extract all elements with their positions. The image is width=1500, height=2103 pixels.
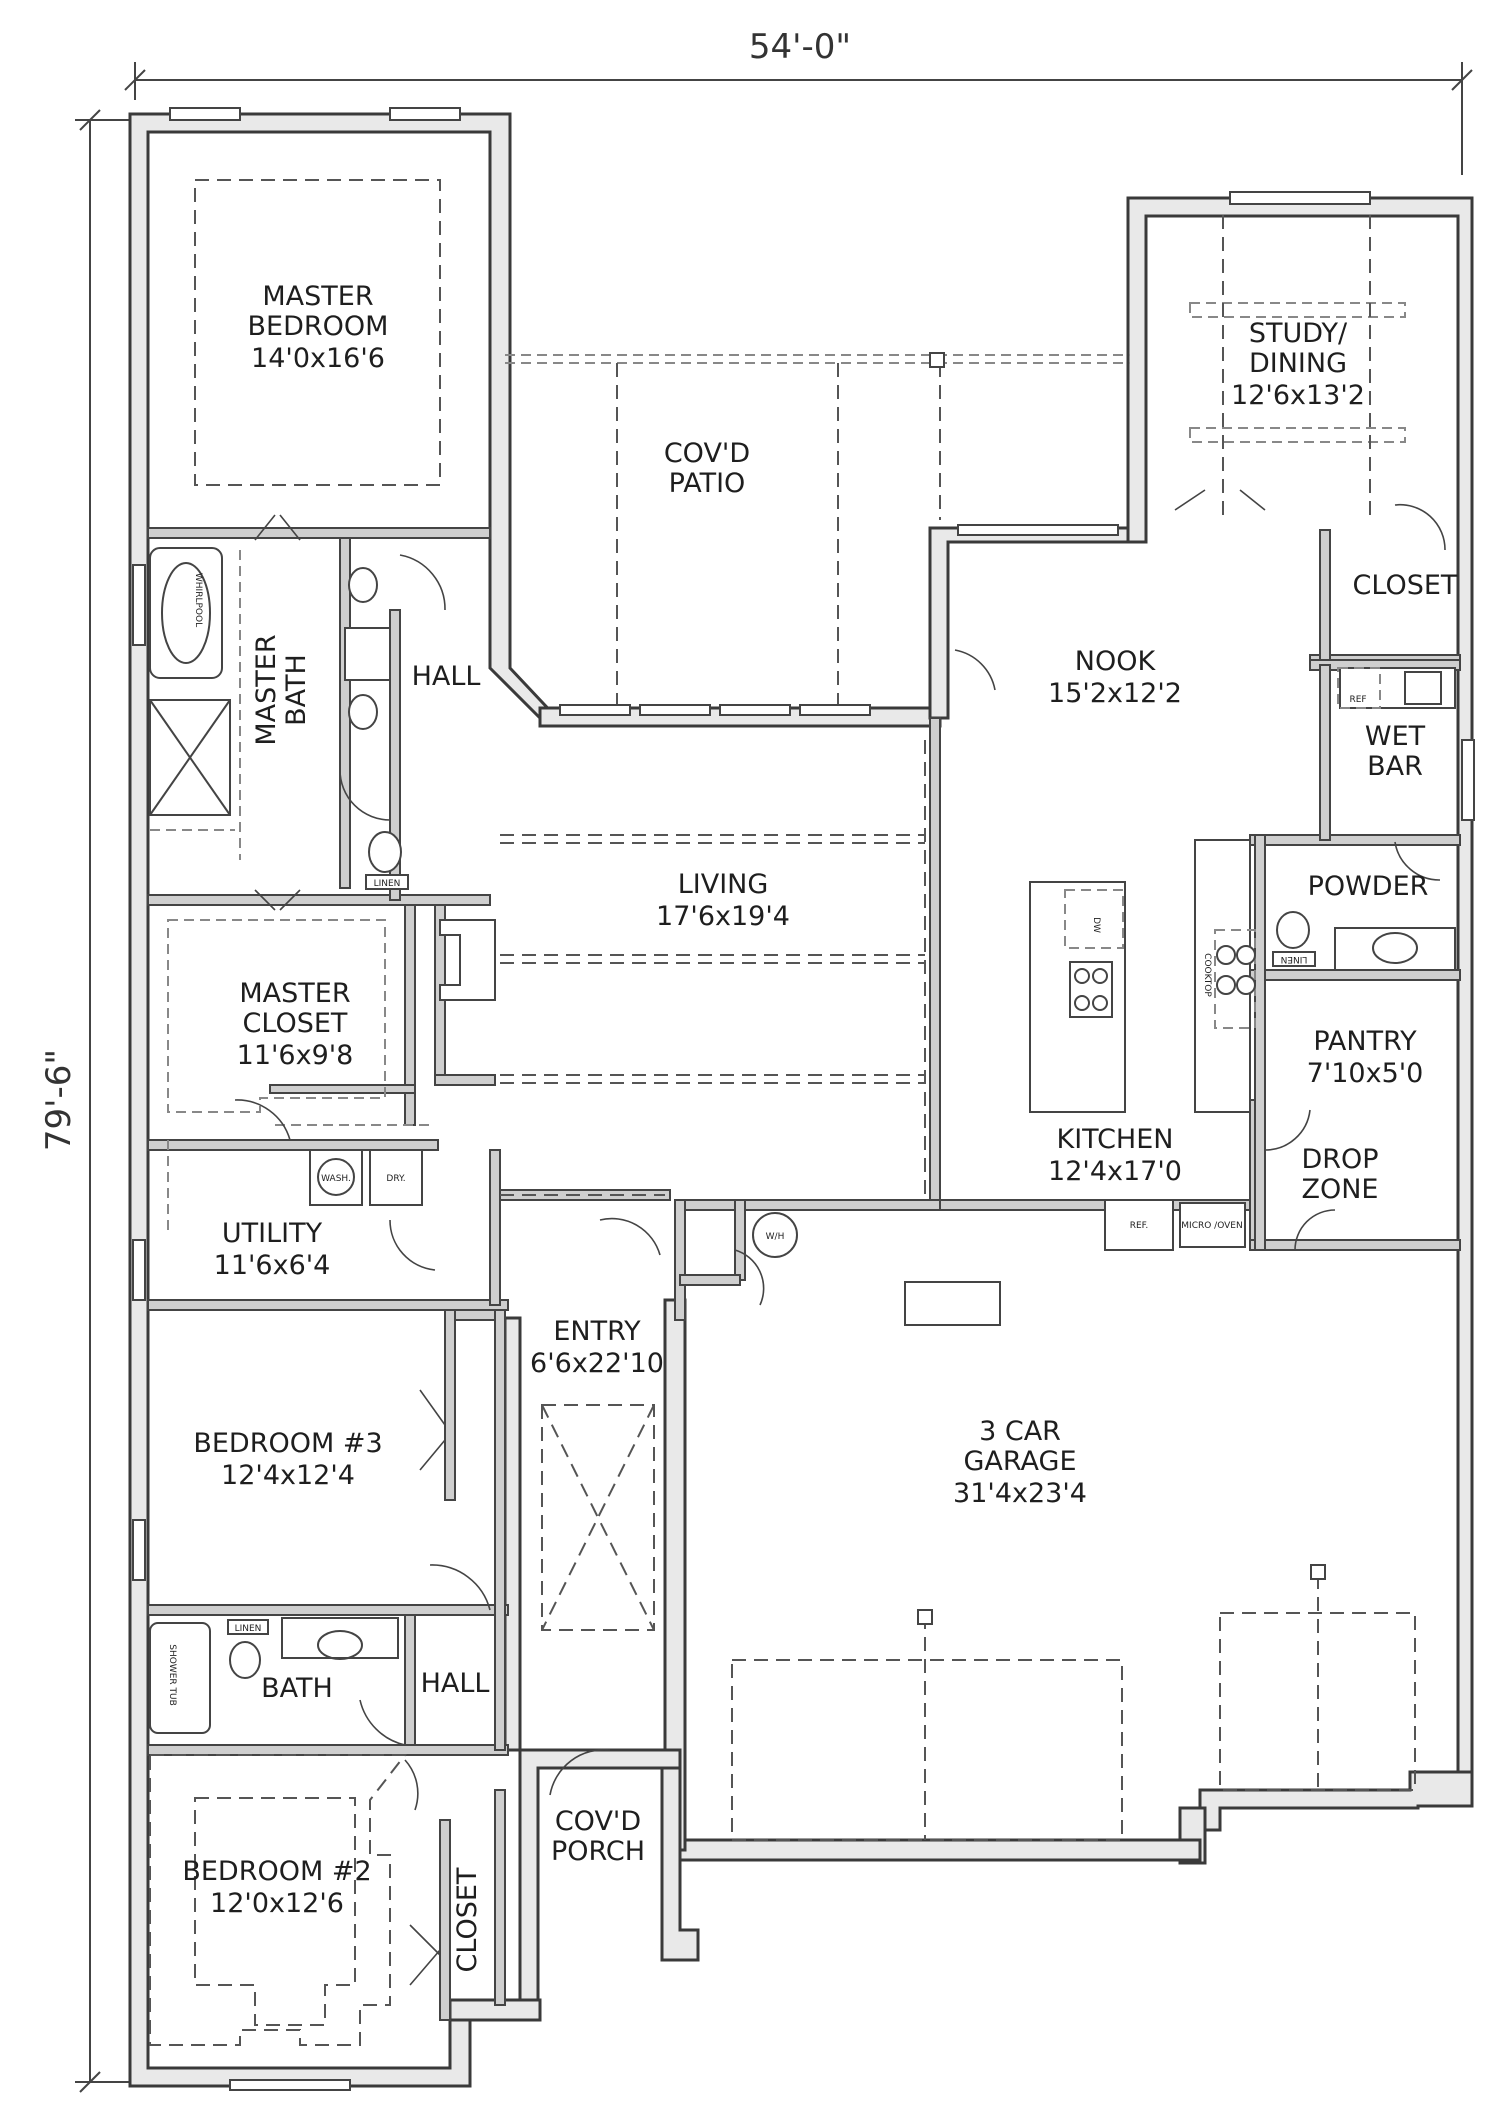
bath-label: BATH	[261, 1673, 333, 1704]
closet-bottom-label: CLOSET	[452, 1867, 483, 1972]
nook-size: 15'2x12'2	[1048, 678, 1182, 709]
study-size: 12'6x13'2	[1231, 380, 1365, 411]
wet-bar-label-line2: BAR	[1367, 751, 1423, 782]
cooktop-label: COOKTOP	[1202, 953, 1212, 997]
master-bedroom-label-line2: BEDROOM	[248, 311, 389, 342]
bedroom3-label: BEDROOM #3	[193, 1428, 382, 1459]
width-dimension-label: 54'-0"	[749, 27, 851, 67]
entry-label: ENTRY	[553, 1316, 641, 1347]
pantry-size: 7'10x5'0	[1307, 1058, 1424, 1089]
hall-bottom-label: HALL	[421, 1668, 490, 1699]
master-closet-size: 11'6x9'8	[237, 1040, 354, 1071]
powder-label: POWDER	[1308, 871, 1429, 902]
patio-label-line1: COV'D	[664, 438, 750, 469]
utility-size: 11'6x6'4	[214, 1250, 331, 1281]
kitchen-ref-label: REF.	[1130, 1221, 1149, 1231]
bedroom2-size: 12'0x12'6	[210, 1888, 344, 1919]
washer-label: WASH.	[321, 1174, 351, 1184]
garage-label-line2: GARAGE	[963, 1446, 1076, 1477]
windows	[132, 107, 1475, 2091]
master-bedroom-label-line1: MASTER	[262, 281, 373, 312]
depth-dimension-label: 79'-6"	[39, 1049, 79, 1151]
dryer-label: DRY.	[386, 1174, 405, 1184]
living-size: 17'6x19'4	[656, 901, 790, 932]
bedroom3-size: 12'4x12'4	[221, 1460, 355, 1491]
kitchen-size: 12'4x17'0	[1048, 1156, 1182, 1187]
drop-zone-label-line2: ZONE	[1301, 1174, 1378, 1205]
entry-size: 6'6x22'10	[530, 1348, 664, 1379]
study-label-line1: STUDY/	[1249, 318, 1348, 349]
interior-walls	[147, 527, 1461, 2021]
powder-linen-label: LINEN	[1281, 954, 1308, 964]
garage-label-line1: 3 CAR	[979, 1416, 1061, 1447]
hall-top-label: HALL	[412, 661, 481, 692]
master-bedroom-size: 14'0x16'6	[251, 343, 385, 374]
porch-label-line2: PORCH	[551, 1836, 645, 1867]
master-closet-label-line2: CLOSET	[243, 1008, 348, 1039]
shower-tub-label: SHOWER TUB	[167, 1644, 177, 1706]
master-bath-label-line2: BATH	[281, 654, 312, 726]
bar-ref-label: REF	[1349, 695, 1366, 705]
kitchen-label: KITCHEN	[1057, 1124, 1174, 1155]
master-closet-label-line1: MASTER	[239, 978, 350, 1009]
closet-top-label: CLOSET	[1353, 570, 1458, 601]
whirlpool-label: WHIRLPOOL	[193, 573, 203, 627]
dishwasher-label: DW	[1091, 917, 1101, 933]
nook-label: NOOK	[1075, 646, 1157, 677]
micro-oven-label: MICRO /OVEN	[1181, 1221, 1242, 1231]
living-label: LIVING	[678, 869, 769, 900]
master-linen-label: LINEN	[374, 879, 401, 889]
overall-width-dimension: 54'-0"	[124, 27, 1473, 175]
pantry-label: PANTRY	[1313, 1026, 1417, 1057]
overall-depth-dimension: 79'-6"	[39, 109, 135, 2093]
door-swings	[234, 489, 1446, 1986]
utility-label: UTILITY	[222, 1218, 323, 1249]
master-bath-label-line1: MASTER	[251, 634, 282, 745]
bedroom2-label: BEDROOM #2	[182, 1856, 371, 1887]
drop-zone-label-line1: DROP	[1301, 1144, 1378, 1175]
study-label-line2: DINING	[1249, 348, 1347, 379]
garage-size: 31'4x23'4	[953, 1478, 1087, 1509]
exterior-walls	[128, 112, 1474, 2088]
patio-label-line2: PATIO	[669, 468, 746, 499]
room-labels: MASTER BEDROOM 14'0x16'6 COV'D PATIO STU…	[182, 281, 1458, 1972]
plumbing-fixtures: WHIRLPOOL LINEN SHOWER TUB LINEN LINEN R…	[149, 547, 1456, 1734]
bath-linen-label: LINEN	[235, 1624, 262, 1634]
water-heater-label: W/H	[766, 1232, 785, 1242]
wet-bar-label-line1: WET	[1365, 721, 1426, 752]
porch-label-line1: COV'D	[555, 1806, 641, 1837]
